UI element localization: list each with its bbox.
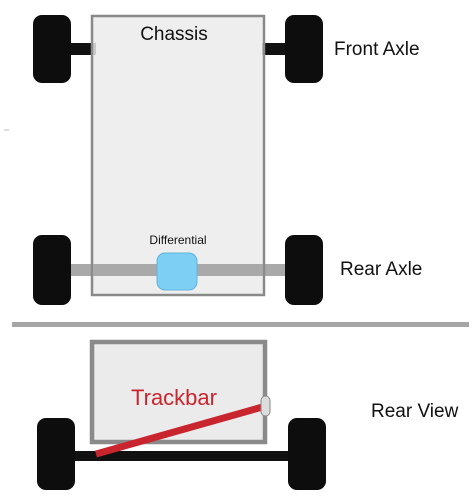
front-right-wheel xyxy=(285,15,323,83)
front-axle-label: Front Axle xyxy=(334,39,420,60)
rear-view-chassis-frame xyxy=(89,339,268,445)
rear-view-left-wheel xyxy=(37,418,75,490)
chassis-label: Chassis xyxy=(140,24,208,45)
rear-view: Trackbar Rear View xyxy=(37,339,459,490)
rear-right-wheel xyxy=(285,235,323,305)
top-view: Chassis Front Axle Differential Rear Axl… xyxy=(4,14,422,305)
section-divider xyxy=(12,322,469,327)
rear-view-right-wheel xyxy=(288,418,326,490)
trackbar-label: Trackbar xyxy=(131,385,217,410)
differential-label: Differential xyxy=(149,233,206,247)
rear-view-axle-shaft xyxy=(55,451,305,461)
rear-axle-label: Rear Axle xyxy=(340,259,422,280)
trackbar-bar xyxy=(95,402,267,458)
front-left-wheel xyxy=(33,15,71,83)
rear-left-wheel xyxy=(33,235,71,305)
trackbar-bushing xyxy=(260,395,271,417)
rear-view-label: Rear View xyxy=(371,401,459,422)
chassis-frame xyxy=(90,14,266,297)
differential-housing xyxy=(156,252,198,291)
